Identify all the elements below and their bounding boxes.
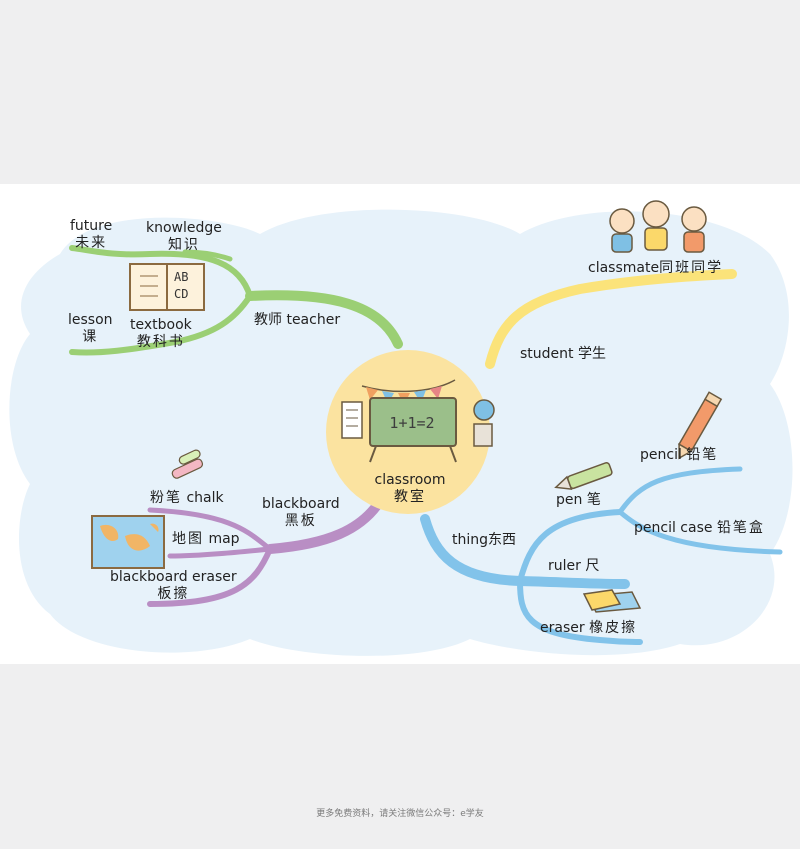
world-map-icon xyxy=(91,515,165,569)
thing-branch xyxy=(420,466,783,645)
thing-label: thing东西 xyxy=(452,532,517,548)
future-label-zh: 未来 xyxy=(75,235,108,251)
ruler-label-zh: 尺 xyxy=(585,558,602,574)
classmates-icon xyxy=(609,200,707,253)
map-node: 地图 map xyxy=(172,531,240,548)
mind-map-canvas: 1+1=2 AB CD xyxy=(9,200,793,656)
chalk-node: 粉笔 chalk xyxy=(150,490,224,507)
eraser-icon xyxy=(582,589,642,613)
chalk-label-en: chalk xyxy=(186,490,224,506)
blackboard-eraser-label-en: blackboard eraser xyxy=(110,569,237,585)
textbook-label-zh: 教科书 xyxy=(136,334,185,350)
map-label-zh: 地图 xyxy=(172,531,204,547)
knowledge-label-zh: 知识 xyxy=(167,237,200,253)
eraser-node: eraser 橡皮擦 xyxy=(540,620,637,637)
center-label-en: classroom xyxy=(374,472,446,488)
center-label: classroom 教室 xyxy=(370,472,450,506)
bunting-string xyxy=(361,379,456,393)
blackboard-eraser-node: blackboard eraser 板擦 xyxy=(110,569,237,603)
blackboard-branch xyxy=(147,499,383,607)
eraser-label-zh: 橡皮擦 xyxy=(589,620,638,636)
knowledge-label-en: knowledge xyxy=(146,220,222,236)
pencil-icon xyxy=(678,391,723,460)
blackboard-label-en: blackboard xyxy=(262,496,340,512)
pencil-case-label-en: pencil case xyxy=(634,520,713,536)
blackboard-eraser-label-zh: 板擦 xyxy=(157,586,190,602)
center-node: 1+1=2 xyxy=(326,350,495,514)
classmate-label-en: classmate xyxy=(588,260,660,276)
pen-label-en: pen xyxy=(556,492,583,508)
textbook-node: textbook 教科书 xyxy=(130,317,192,351)
eraser-label-en: eraser xyxy=(540,620,585,636)
svg-text:CD: CD xyxy=(174,287,188,301)
pen-node: pen 笔 xyxy=(556,492,603,509)
lesson-label-en: lesson xyxy=(68,312,113,328)
globe-icon xyxy=(473,399,495,447)
footer-note: 更多免费资料，请关注微信公众号：e学友 xyxy=(316,809,484,819)
future-label-en: future xyxy=(70,218,113,234)
mind-map: 1+1=2 AB CD xyxy=(0,184,800,664)
ruler-node: ruler 尺 xyxy=(548,558,601,575)
teacher-branch xyxy=(69,245,403,356)
ruler-label-en: ruler xyxy=(548,558,581,574)
bunting-flag xyxy=(366,387,378,400)
pen-label-zh: 笔 xyxy=(586,492,603,508)
svg-text:AB: AB xyxy=(174,270,188,284)
future-node: future 未来 xyxy=(70,218,112,252)
center-label-zh: 教室 xyxy=(394,489,426,505)
pencil-label-zh: 铅笔 xyxy=(686,447,719,463)
pencil-case-label-zh: 铅笔盒 xyxy=(716,520,765,536)
pencil-node: pencil 铅笔 xyxy=(640,447,718,464)
knowledge-node: knowledge 知识 xyxy=(146,220,222,254)
classmate-label-zh: 同班同学 xyxy=(659,260,724,276)
teacher-label: 教师 teacher xyxy=(254,312,341,328)
blackboard-node: blackboard 黑板 xyxy=(262,496,340,530)
bunting-flag xyxy=(430,386,442,399)
lesson-label-zh: 课 xyxy=(82,329,99,345)
map-label-en: map xyxy=(208,531,240,547)
classmate-node: classmate同班同学 xyxy=(588,260,723,277)
pen-icon xyxy=(554,461,613,491)
student-label: student 学生 xyxy=(520,346,606,362)
chalk-icon xyxy=(171,449,204,479)
notice-paper-icon xyxy=(341,401,363,439)
student-branch xyxy=(485,269,737,369)
chalkboard xyxy=(369,397,457,447)
chalk-label-zh: 粉笔 xyxy=(150,490,182,506)
chalkboard-text: 1+1=2 xyxy=(389,414,434,432)
bunting-flag xyxy=(414,390,426,403)
textbook-label-en: textbook xyxy=(130,317,192,333)
lesson-node: lesson 课 xyxy=(68,312,113,346)
textbook-icon: AB CD xyxy=(129,263,205,311)
pencil-case-node: pencil case 铅笔盒 xyxy=(634,520,765,537)
pencil-label-en: pencil xyxy=(640,447,682,463)
blackboard-label-zh: 黑板 xyxy=(284,513,317,529)
